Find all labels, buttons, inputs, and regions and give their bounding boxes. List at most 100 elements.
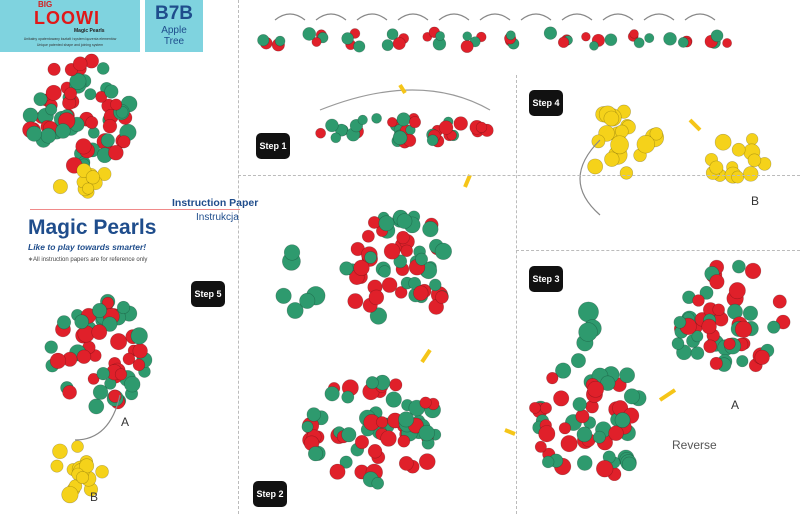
pearl [722,38,733,48]
pearl [87,126,100,139]
pearl [301,420,314,433]
pearl [341,32,354,45]
divider [238,0,239,514]
pearl [392,36,406,51]
swap-arrow [479,13,511,21]
pearl [534,440,547,453]
pearl [114,368,128,381]
pearl [560,435,578,453]
pearl [703,339,718,354]
pearl [714,133,732,151]
step-1-badge: Step 1 [256,133,290,159]
model-name-2: Tree [163,36,185,47]
pearl [72,56,88,72]
swap-arrow [438,13,470,21]
pearl [130,327,148,345]
pearl [386,28,399,41]
pearl [383,242,401,260]
pearl [257,34,270,47]
pearl [380,430,397,447]
slogan: Like to play towards smarter! [28,242,147,252]
pearl [633,37,645,49]
pearl [71,440,84,453]
pearl [274,35,286,47]
pearl [47,62,61,76]
pearl [353,40,366,53]
pearl [75,138,92,155]
pearl [108,389,122,403]
pearl [557,36,570,48]
pearl [772,294,787,309]
pearl [475,121,488,134]
pearl [124,376,141,393]
pearl [96,366,110,381]
pearl [539,402,552,415]
reference-note: ∗All instruction papers are for referenc… [28,257,148,263]
pearl [663,32,677,46]
pearl [339,261,354,276]
pearl [22,107,39,124]
divider [516,75,517,514]
pearl [339,455,353,469]
pearl [392,130,408,146]
pearl [361,229,375,243]
pearl [376,416,389,429]
pearl [132,343,148,359]
pearl [709,274,725,290]
pearl [56,315,72,330]
yellow-arrow [504,428,516,436]
pearl [91,324,108,341]
pearl [69,72,87,90]
pearl [529,401,541,414]
pearl [576,455,593,471]
pearl [40,127,57,144]
label-b: B [751,194,760,208]
title-rule [30,209,240,210]
swap-arrow [643,13,675,21]
pearl [709,356,723,370]
pearl [619,367,636,384]
step-5-badge: Step 5 [191,281,225,307]
pearl [692,294,705,307]
pearl [592,430,606,444]
label-b: B [90,490,99,504]
pearl [610,135,629,155]
pearl [604,33,618,47]
pearl [732,259,746,274]
pearl [576,426,593,443]
pearl [546,372,559,385]
pearl [393,254,408,269]
pearl [742,166,759,182]
pearl [623,388,640,405]
pearl [419,396,432,409]
pearl [61,486,79,504]
pearl [341,390,355,404]
logo-name: LOOWI [34,8,100,28]
pearl [690,346,705,360]
pearl [341,427,357,443]
pearl [76,349,92,364]
model-badge: B7B Apple Tree [145,0,203,52]
pearl [400,244,414,258]
pearl [745,133,759,146]
pearl [744,262,762,280]
pearl [44,340,58,354]
instrukcja-label: Instrukcja [196,212,239,223]
pearl [95,464,109,479]
pearl [644,33,655,44]
pearl [87,372,100,385]
pearl [595,460,614,478]
curve-arrow [579,139,601,216]
pearl [462,31,473,41]
pearl [283,244,301,261]
pearl [709,160,724,175]
pearl [368,289,385,306]
instruction-paper-label: Instruction Paper [172,197,259,209]
pearl [604,151,620,167]
pearl [275,287,292,304]
swap-arrow [356,13,388,21]
pearl [306,407,322,422]
reverse-label: Reverse [672,438,717,452]
pearl [558,422,572,435]
loowi-logo: BIG LOOWI Magic Pearls Unikalny opatento… [0,0,140,52]
